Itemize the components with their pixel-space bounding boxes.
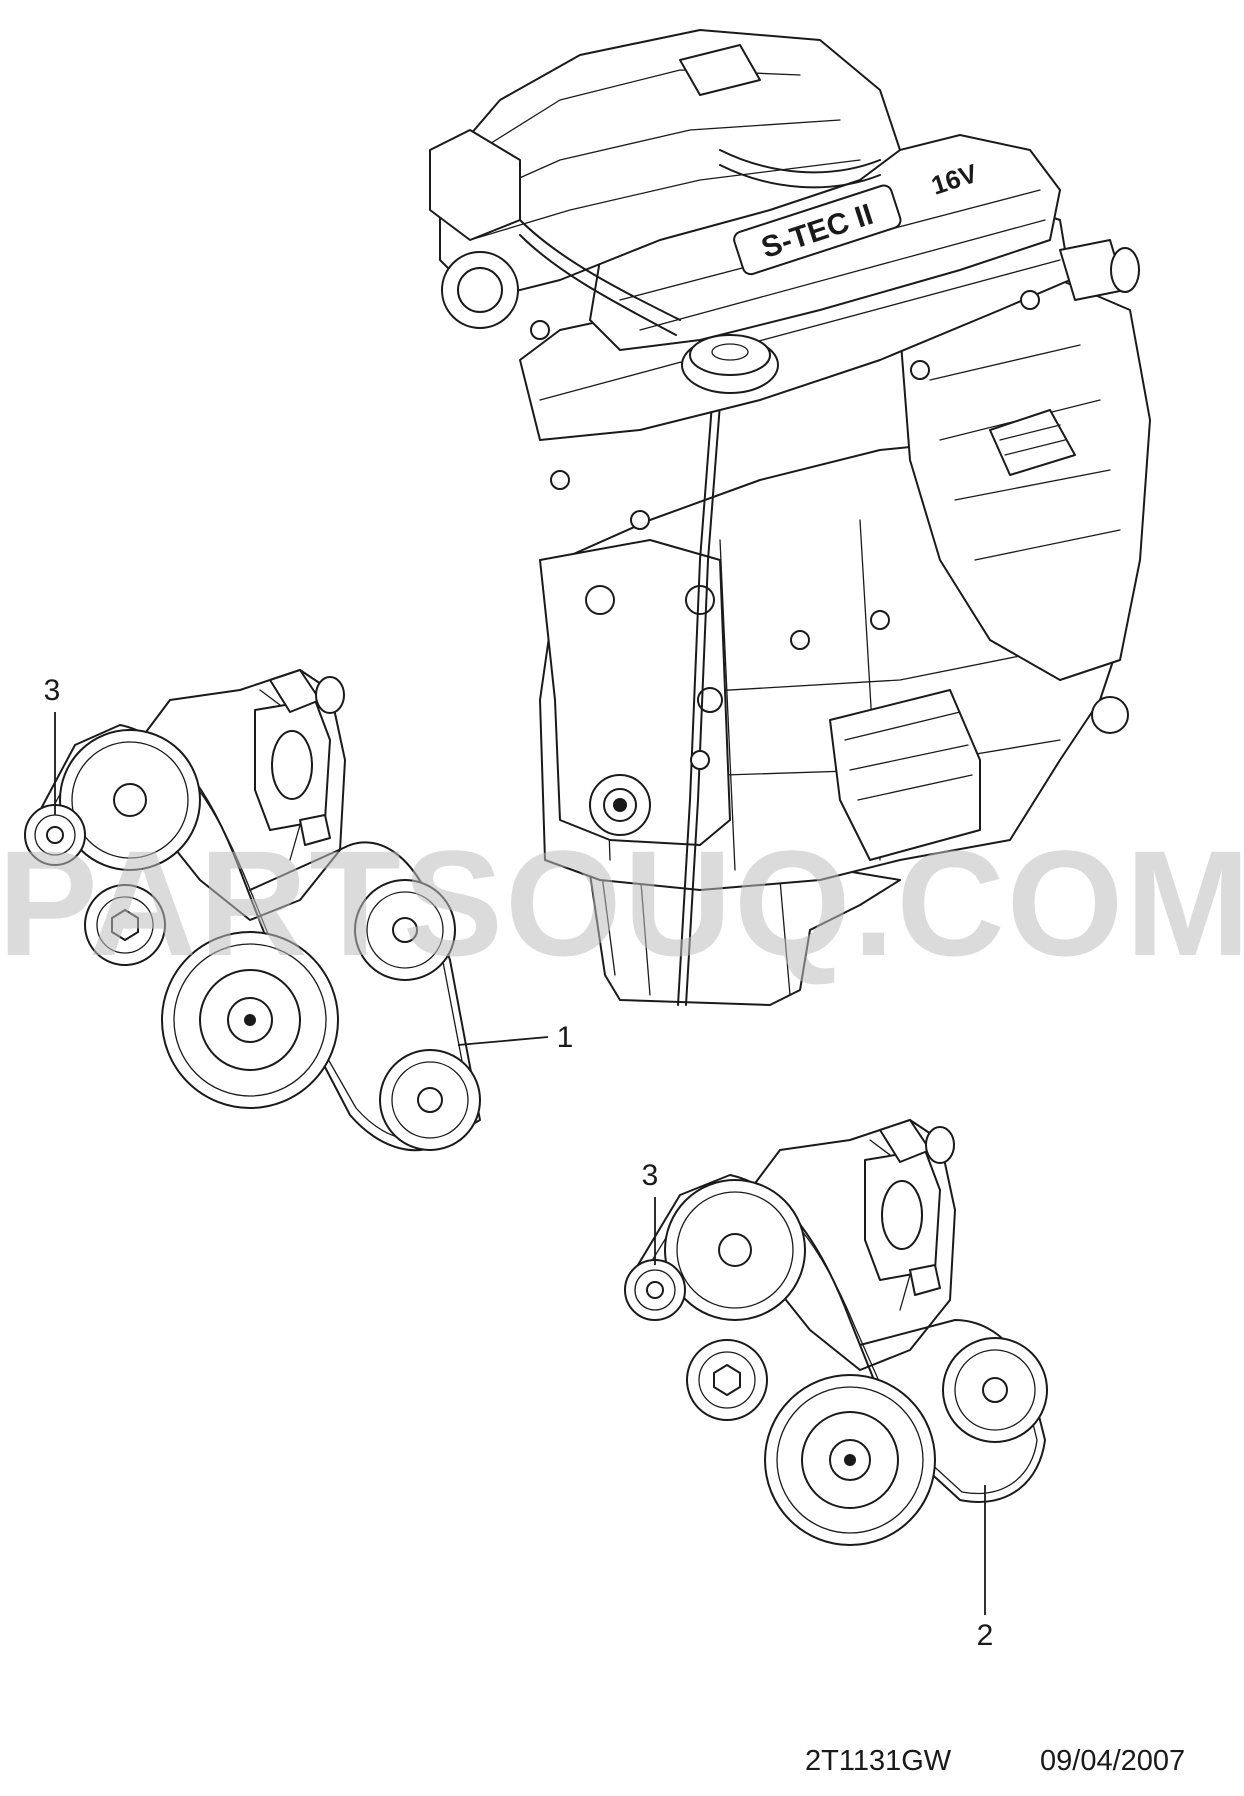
watermark: PARTSOUQ.COM: [0, 819, 1244, 987]
drawing-date: 09/04/2007: [1040, 1745, 1185, 1777]
callout-number: 1: [557, 1021, 574, 1054]
callout-number: 3: [44, 674, 61, 707]
engine-assembly: S-TEC II 16V: [429, 29, 1151, 1006]
callout-upper-belt: 1: [457, 1021, 574, 1054]
right-belt-assembly: [624, 1119, 1048, 1546]
callout-left-assembly: 3: [44, 674, 61, 815]
drawing-code: 2T1131GW: [805, 1745, 952, 1777]
left-belt-assembly: [24, 669, 481, 1152]
callout-number: 2: [977, 1619, 994, 1652]
callout-right-assembly: 3: [642, 1159, 659, 1265]
callout-number: 3: [642, 1159, 659, 1192]
callout-lower-belt: 2: [977, 1485, 994, 1652]
